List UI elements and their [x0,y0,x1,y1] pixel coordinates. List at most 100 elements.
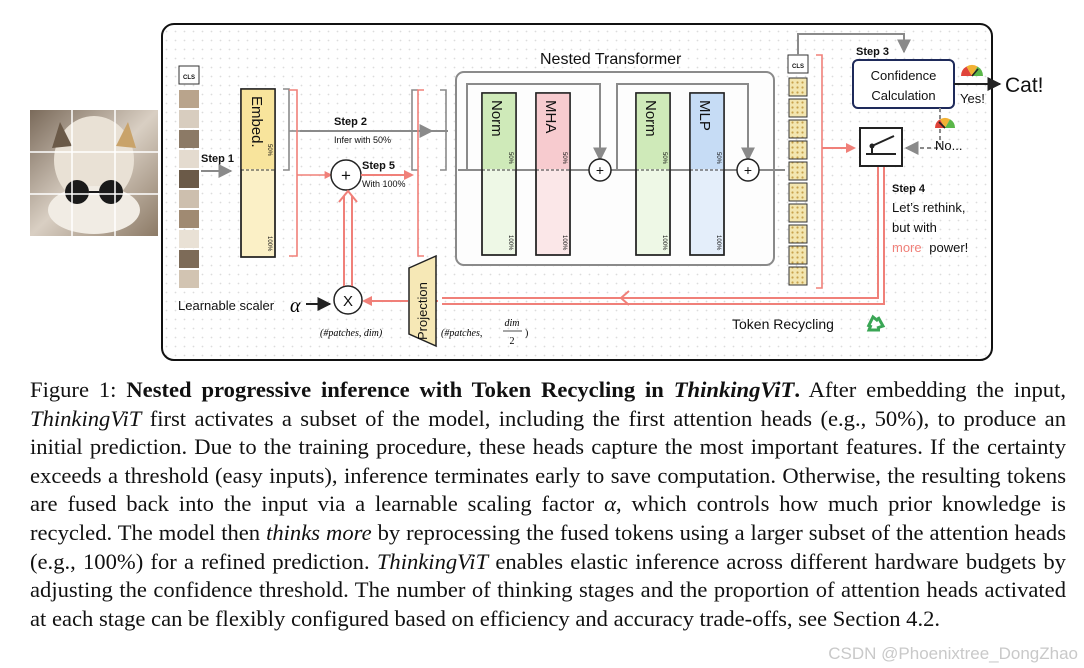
image-patch [179,90,199,108]
figure-diagram: CLS Step 1 Embed. 50% 100% Step 2 Infer … [30,23,1044,361]
output-token [788,182,808,202]
times-label: X [343,293,353,310]
image-patch [179,170,199,188]
alpha-symbol: α [290,295,301,317]
caption-title: Nested progressive inference with Token … [126,377,664,402]
yes-label: Yes! [960,91,985,106]
output-token [788,161,808,181]
caption-title-end: . [794,377,800,402]
output-token [788,119,808,139]
step2-sub-label: Infer with 50% [334,135,391,145]
learnable-scaler-label: Learnable scaler [178,298,275,313]
norm2-block: Norm 50% 100% [635,92,671,256]
norm2-100-label: 100% [661,235,667,251]
step4-label: Step 4 [892,183,926,195]
image-patch [179,190,199,208]
caption-thinks-more: thinks more [266,519,372,545]
step3-label: Step 3 [856,46,889,58]
rethink-power: power! [929,240,968,255]
plus-label-1: + [596,162,604,178]
multiply-circle [333,285,363,315]
output-token [788,245,808,265]
caption-model-2: ThinkingViT [376,548,489,574]
mha-block: MHA 50% 100% [535,92,571,256]
cls-token-label: CLS [183,75,195,81]
caption-alpha: α [604,491,616,517]
image-patch [179,230,199,248]
mlp-50-label: 50% [715,152,721,165]
caption-sentence-2: first activates a subset of the model, i… [30,405,1066,517]
mlp-block: MLP 50% 100% [689,92,725,256]
caption-title-model: ThinkingViT [673,377,795,402]
output-cat-label: Cat! [1005,74,1044,97]
caption-model-1: ThinkingViT [30,405,142,431]
token-recycling-label: Token Recycling [732,316,834,332]
caption-sentence-5: enables elastic inference across differe… [30,548,1066,631]
norm1-100-label: 100% [507,235,513,251]
rethink-line1: Let’s rethink, [892,200,965,215]
mha-50-label: 50% [561,152,567,165]
sunglasses-icon [65,180,123,204]
image-patch [179,250,199,268]
confidence-line2: Calculation [871,88,935,103]
mha-100-label: 100% [561,235,567,251]
dims-right-prefix: (#patches, [441,328,482,339]
output-token [788,224,808,244]
output-token [788,266,808,286]
output-token [788,203,808,223]
nested-transformer-title: Nested Transformer [540,51,682,68]
output-token [788,98,808,118]
mha-label: MHA [542,100,559,133]
embed-block: Embed. 50% 100% [240,88,276,258]
caption-sentence-3: , which controls how much prior knowledg… [30,491,1066,545]
svg-text:): ) [525,328,528,339]
projection-block: Projection [408,254,437,348]
output-tokens: CLS [787,54,809,286]
image-patch [179,210,199,228]
dims-left-label: (#patches, dim) [320,328,383,339]
step5-label: Step 5 [362,160,395,172]
step5-sub-label: With 100% [362,179,406,189]
mlp-label: MLP [696,100,713,131]
projection-label: Projection [415,282,430,340]
svg-text:more power!: more power! [892,240,968,255]
norm2-50-label: 50% [661,152,667,165]
output-token [788,140,808,160]
watermark: CSDN @Phoenixtree_DongZhao [828,644,1078,663]
caption-sentence-1: After embedding the input, [808,377,1067,402]
residual-add-1 [588,158,612,182]
caption-sentence-4: by reprocessing the fused tokens using a… [30,519,1066,574]
plus-label-step5: + [341,166,351,185]
step2-label: Step 2 [334,116,367,128]
plus-label-2: + [744,162,752,178]
figure-caption: Figure 1: Nested progressive inference w… [30,376,1066,633]
rethink-line2: but with [892,220,937,235]
norm2-label: Norm [642,100,659,137]
recycle-icon [866,314,886,332]
embed-100-label: 100% [266,236,272,252]
image-patch [179,270,199,288]
dims-right-denominator: 2 [510,336,515,347]
gauge-high-icon [961,65,983,77]
patch-strip: CLS [178,65,200,288]
norm1-50-label: 50% [507,152,513,165]
confidence-line1: Confidence [871,68,937,83]
residual-add-2 [736,158,760,182]
gate-icon [859,127,903,167]
caption-figure-label: Figure 1: [30,377,117,402]
rethink-more: more [892,240,922,255]
norm1-block: Norm 50% 100% [481,92,517,256]
gauge-low-icon [934,117,956,129]
mlp-100-label: 100% [715,235,721,251]
image-patch [179,110,199,128]
embed-50-label: 50% [266,144,272,157]
image-patch [179,150,199,168]
input-image [30,110,158,236]
no-label: No... [935,138,962,153]
output-cls-label: CLS [792,64,804,70]
step1-label: Step 1 [201,153,234,165]
norm1-label: Norm [488,100,505,137]
image-patch [179,130,199,148]
output-token [788,77,808,97]
embed-label: Embed. [248,96,265,148]
